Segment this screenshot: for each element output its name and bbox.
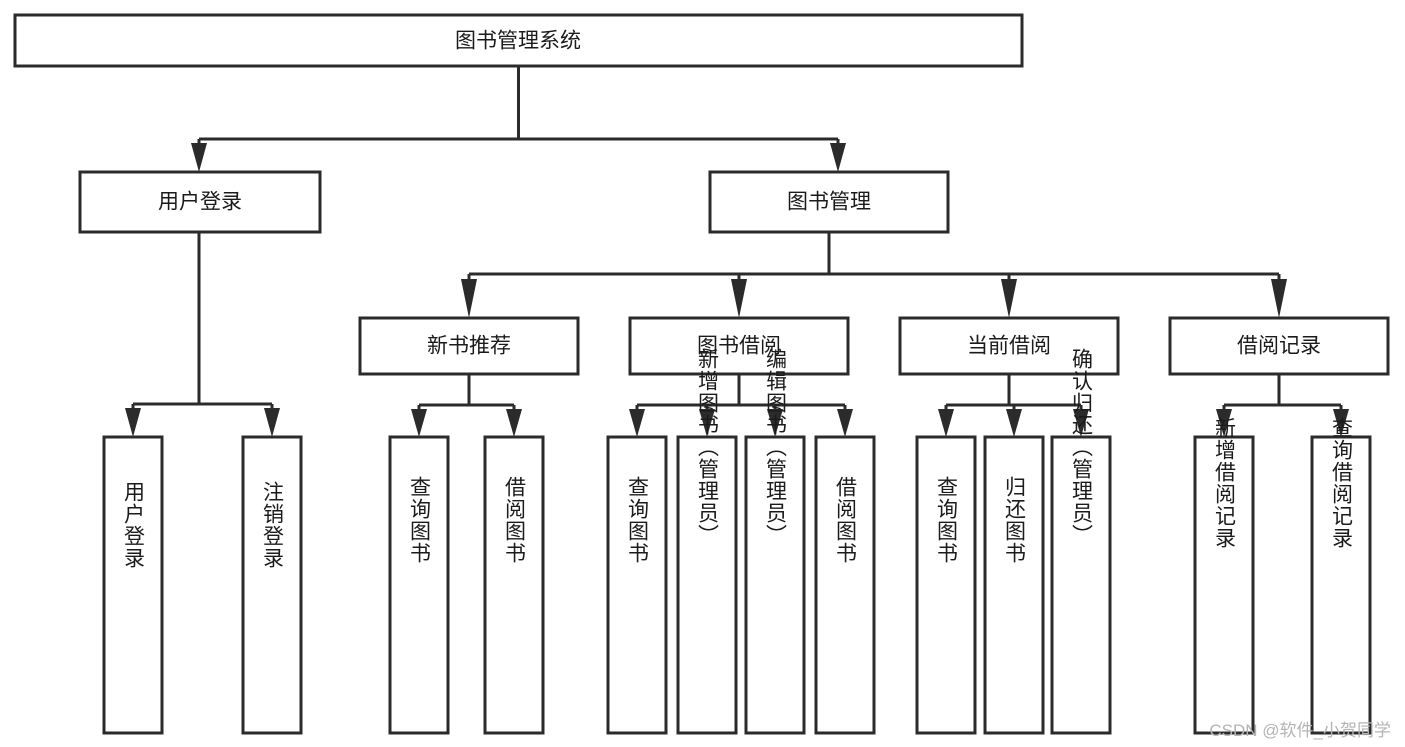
arrow-to-leaf-borrow-book-2 [837, 409, 853, 437]
node-book-borrow[interactable]: 图书借阅 [628, 316, 850, 376]
leaf-add-borrow-record[interactable]: 新增借阅记录 [1193, 417, 1255, 735]
leaf-add-borrow-record-box[interactable] [1193, 435, 1255, 735]
leaf-borrow-book-1-label: 借阅图书 [503, 476, 527, 564]
leaf-query-book-3-box[interactable] [915, 435, 977, 735]
arrow-to-book-borrow [731, 279, 747, 318]
node-new-book-recommend-label: 新书推荐 [427, 335, 511, 358]
arrow-to-leaf-query-book-2 [629, 409, 645, 437]
leaf-query-borrow-record[interactable]: 查询借阅记录 [1310, 417, 1372, 735]
leaf-query-book-1-box[interactable] [388, 435, 450, 735]
leaf-return-book-label: 归还图书 [1003, 476, 1027, 564]
arrow-to-leaf-query-borrow-record [1333, 409, 1349, 437]
connectors-layer [125, 66, 1349, 437]
leaf-confirm-return-admin[interactable]: 确认归还（管理员） [1050, 348, 1112, 735]
arrow-to-leaf-user-login [125, 408, 141, 437]
leaf-borrow-book-2[interactable]: 借阅图书 [814, 435, 876, 735]
arrow-to-leaf-edit-book-admin [767, 409, 783, 437]
node-current-borrow-label: 当前借阅 [967, 335, 1051, 358]
node-book-borrow-box[interactable] [628, 316, 850, 376]
node-user-login-box[interactable] [78, 170, 322, 234]
arrow-to-leaf-add-book-admin [699, 409, 715, 437]
leaf-query-book-3-label: 查询图书 [935, 476, 959, 564]
leaf-borrow-book-1[interactable]: 借阅图书 [483, 435, 545, 735]
leaf-query-book-1[interactable]: 查询图书 [388, 435, 450, 735]
arrow-to-leaf-query-book-1 [411, 409, 427, 437]
leaf-query-book-2-box[interactable] [606, 435, 668, 735]
leaf-query-borrow-record-label: 查询借阅记录 [1330, 417, 1354, 549]
arrow-to-leaf-user-logout [264, 408, 280, 437]
node-book-manage[interactable]: 图书管理 [708, 170, 950, 234]
node-borrow-record[interactable]: 借阅记录 [1168, 316, 1390, 376]
leaf-user-logout-box[interactable] [241, 435, 303, 735]
leaf-add-book-admin-label: 新增图书（管理员） [696, 348, 720, 546]
leaf-return-book-box[interactable] [983, 435, 1045, 735]
leaf-user-login-label: 用户登录 [122, 481, 146, 569]
leaf-add-book-admin[interactable]: 新增图书（管理员） [676, 348, 738, 735]
leaf-edit-book-admin[interactable]: 编辑图书（管理员） [744, 348, 806, 735]
node-book-borrow-label: 图书借阅 [697, 335, 781, 358]
leaf-user-login[interactable]: 用户登录 [102, 435, 164, 735]
arrow-to-borrow-record [1271, 279, 1287, 318]
leaf-query-borrow-record-box[interactable] [1310, 435, 1372, 735]
leaf-confirm-return-admin-label: 确认归还（管理员） [1070, 348, 1094, 546]
node-new-book-recommend[interactable]: 新书推荐 [358, 316, 580, 376]
leaf-return-book[interactable]: 归还图书 [983, 435, 1045, 735]
node-root-label: 图书管理系统 [455, 30, 581, 53]
arrow-to-leaf-confirm-return-admin [1073, 409, 1089, 437]
arrow-to-leaf-return-book [1006, 409, 1022, 437]
arrow-to-new-book-recommend [461, 279, 477, 318]
leaf-add-borrow-record-label: 新增借阅记录 [1213, 417, 1237, 549]
node-book-manage-box[interactable] [708, 170, 950, 234]
leaf-query-book-2[interactable]: 查询图书 [606, 435, 668, 735]
arrow-to-current-borrow [1001, 279, 1017, 318]
arrow-to-leaf-query-book-3 [938, 409, 954, 437]
leaf-query-book-1-label: 查询图书 [408, 476, 432, 564]
node-current-borrow[interactable]: 当前借阅 [898, 316, 1120, 376]
node-root-box[interactable] [13, 13, 1024, 68]
node-new-book-recommend-box[interactable] [358, 316, 580, 376]
node-borrow-record-box[interactable] [1168, 316, 1390, 376]
arrow-to-leaf-add-borrow-record [1216, 409, 1232, 437]
node-book-manage-label: 图书管理 [787, 191, 871, 214]
leaf-confirm-return-admin-box[interactable] [1050, 435, 1112, 735]
leaf-add-book-admin-box[interactable] [676, 435, 738, 735]
arrow-to-book-manage [830, 143, 846, 172]
node-root[interactable]: 图书管理系统 [13, 13, 1024, 68]
node-current-borrow-box[interactable] [898, 316, 1120, 376]
leaf-query-book-3[interactable]: 查询图书 [915, 435, 977, 735]
leaf-query-book-2-label: 查询图书 [626, 476, 650, 564]
leaf-user-logout-label: 注销登录 [261, 481, 285, 569]
leaf-edit-book-admin-label: 编辑图书（管理员） [764, 348, 788, 546]
leaf-borrow-book-1-box[interactable] [483, 435, 545, 735]
leaf-borrow-book-2-box[interactable] [814, 435, 876, 735]
node-user-login-label: 用户登录 [158, 191, 242, 214]
leaf-user-login-box[interactable] [102, 435, 164, 735]
node-borrow-record-label: 借阅记录 [1237, 335, 1321, 358]
node-user-login[interactable]: 用户登录 [78, 170, 322, 234]
arrow-to-user-login [191, 143, 207, 172]
leaf-edit-book-admin-box[interactable] [744, 435, 806, 735]
arrow-to-leaf-borrow-book-1 [506, 409, 522, 437]
leaf-borrow-book-2-label: 借阅图书 [834, 476, 858, 564]
leaf-user-logout[interactable]: 注销登录 [241, 435, 303, 735]
